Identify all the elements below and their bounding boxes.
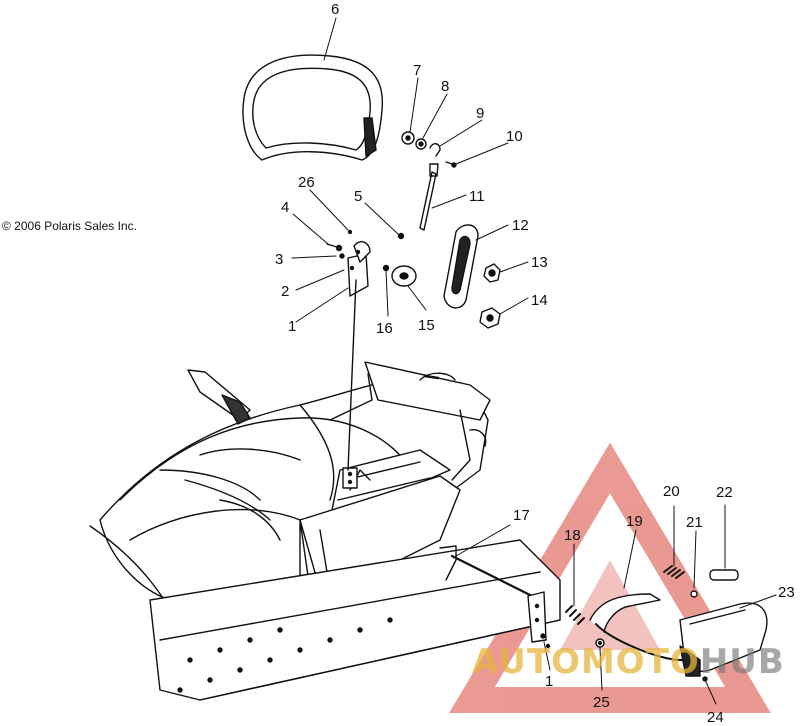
- callout-13: 13: [531, 254, 548, 271]
- lower-hardware: [540, 633, 708, 682]
- callout-8: 8: [441, 78, 449, 95]
- callout-12: 12: [512, 217, 529, 234]
- callout-2: 2: [281, 283, 289, 300]
- callout-9: 9: [476, 105, 484, 122]
- callout-5: 5: [354, 188, 362, 205]
- knobs: [479, 263, 501, 329]
- watermark-text: AUTOMOTOHUB: [472, 642, 785, 682]
- callout-labels: 6 7 8 9 10 26 5 11 4 12 3 13 2 14 1 16 1…: [275, 1, 795, 726]
- callout-23: 23: [778, 584, 795, 601]
- callout-25: 25: [593, 694, 610, 711]
- callout-21: 21: [686, 514, 703, 531]
- backrest-post: [397, 163, 439, 240]
- callout-3: 3: [275, 251, 283, 268]
- latch-rod: [439, 545, 547, 643]
- callout-15: 15: [418, 317, 435, 334]
- hardware-washers: [401, 131, 457, 168]
- rubber-bumper: [391, 265, 417, 287]
- side-bracket: [443, 224, 479, 309]
- callout-4: 4: [281, 199, 289, 216]
- backrest-pad: [242, 54, 384, 161]
- callout-24: 24: [707, 709, 724, 726]
- watermark-text-part2: HUB: [699, 642, 785, 682]
- callout-11: 11: [469, 188, 485, 205]
- copyright-notice: © 2006 Polaris Sales Inc.: [2, 219, 137, 233]
- tunnel-rail: [149, 539, 561, 701]
- callout-6: 6: [331, 1, 339, 18]
- callout-18: 18: [564, 527, 581, 544]
- leader-lines: [291, 17, 777, 705]
- springs: [565, 565, 685, 625]
- latch-handle: [589, 590, 701, 663]
- callout-7: 7: [413, 62, 421, 79]
- pivot-pin: [709, 569, 739, 581]
- callout-19: 19: [626, 513, 643, 530]
- latch-cover: [679, 602, 768, 677]
- callout-14: 14: [531, 292, 548, 309]
- seat-assembly: [89, 279, 491, 651]
- callout-10: 10: [506, 128, 523, 145]
- callout-22: 22: [716, 484, 733, 501]
- callout-26: 26: [298, 174, 315, 191]
- watermark-text-part1: AUTOMOTO: [472, 642, 700, 682]
- callout-16: 16: [376, 320, 393, 337]
- mount-bracket: [326, 229, 390, 297]
- callout-20: 20: [663, 483, 680, 500]
- callout-17: 17: [513, 507, 530, 524]
- callout-1-lower: 1: [545, 673, 553, 690]
- callout-1: 1: [288, 318, 296, 335]
